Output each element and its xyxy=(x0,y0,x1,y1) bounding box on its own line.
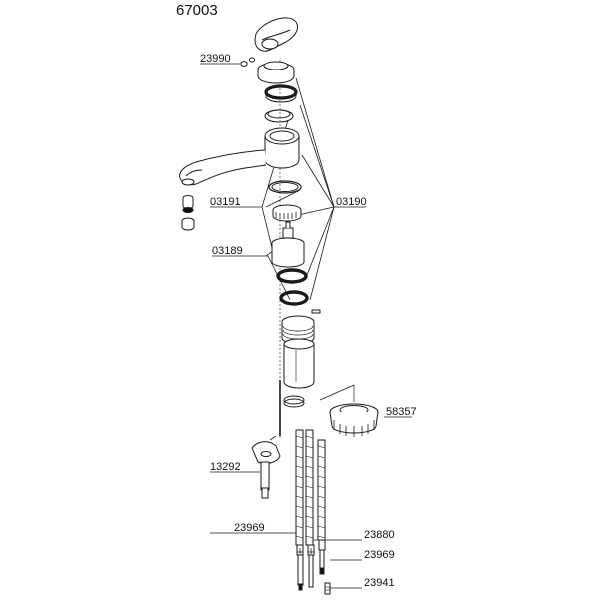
base-plate xyxy=(319,384,379,437)
black-o-ring-3 xyxy=(279,290,309,306)
label-cartridge: 03189 xyxy=(212,245,243,257)
bottom-pin xyxy=(324,582,331,595)
small-pin xyxy=(311,309,321,314)
black-o-ring-2 xyxy=(276,268,308,284)
cartridge-seal xyxy=(272,204,302,222)
label-aerator-screw: 23990 xyxy=(200,53,231,65)
label-cartridge-seal: 03190 xyxy=(336,196,367,208)
label-cartridge-ring: 03191 xyxy=(210,196,241,208)
label-hose: 23969 xyxy=(234,522,265,534)
aerator xyxy=(181,195,195,231)
thin-ring-1 xyxy=(264,109,294,123)
cap-ring xyxy=(257,61,295,84)
cartridge-ring xyxy=(268,180,302,194)
aerator-screw xyxy=(240,57,256,67)
hose-left xyxy=(295,429,304,591)
label-fixing-bracket: 13292 xyxy=(210,461,241,473)
hose-third xyxy=(317,439,326,575)
cartridge xyxy=(271,221,305,268)
faucet-body xyxy=(179,127,300,186)
lever-handle xyxy=(254,17,299,52)
black-seal-ring-1 xyxy=(264,84,298,103)
model-number: 67003 xyxy=(176,2,218,19)
label-hose-right: 23969 xyxy=(364,549,395,561)
hose-right xyxy=(305,429,315,588)
fixing-bracket xyxy=(251,435,281,499)
label-pin: 23941 xyxy=(364,577,395,589)
label-base-plate: 58357 xyxy=(386,406,417,418)
washer xyxy=(283,395,305,408)
threaded-sleeve xyxy=(281,315,315,389)
label-hose-nut: 23880 xyxy=(364,529,395,541)
